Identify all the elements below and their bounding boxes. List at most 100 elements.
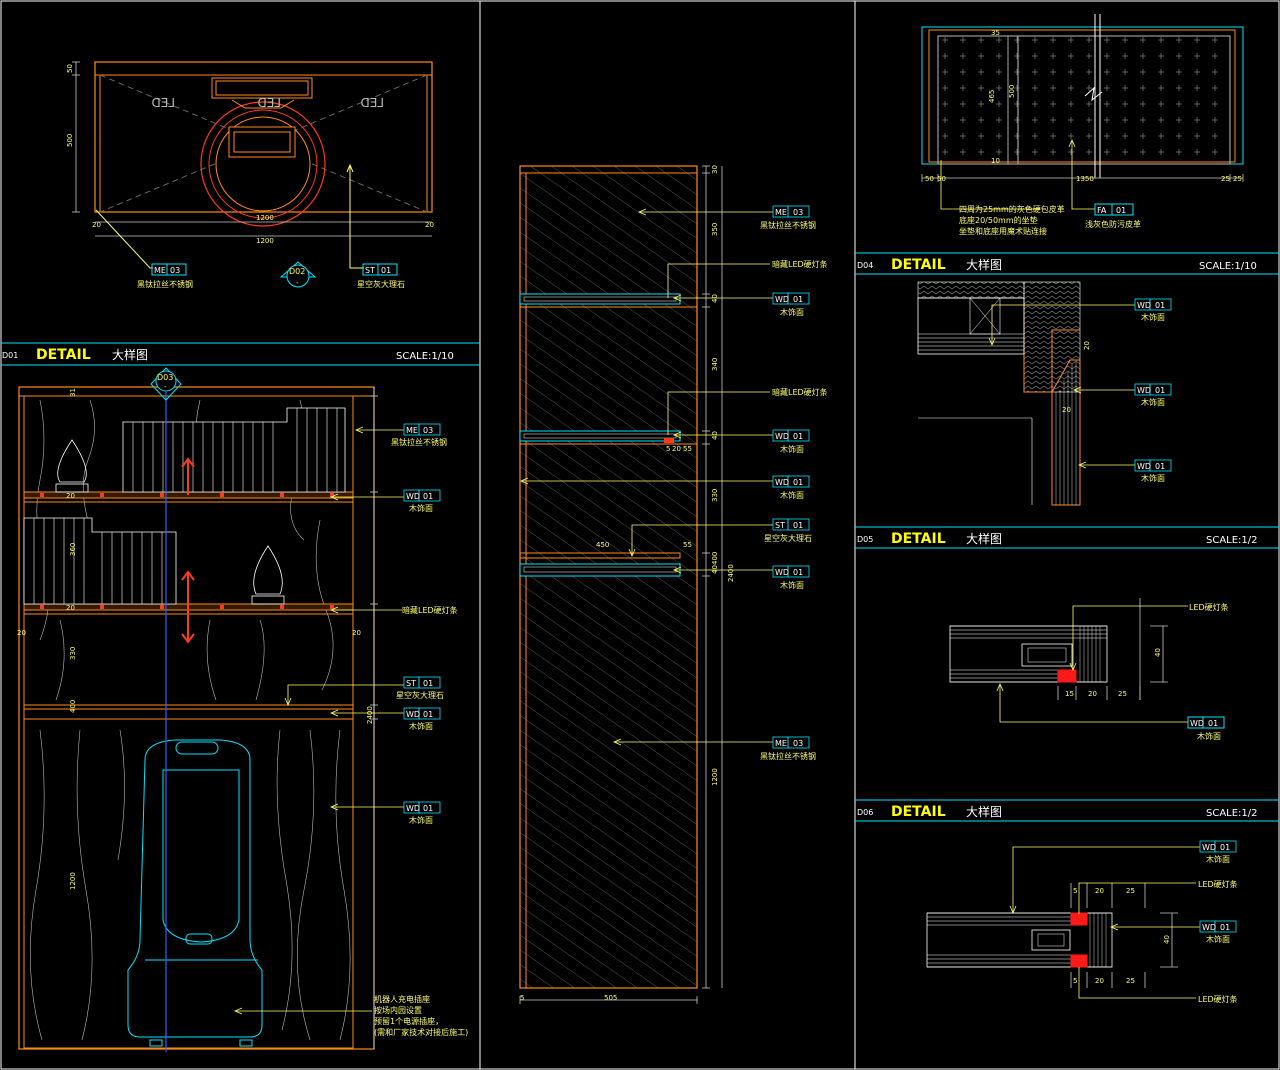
dim-mid-350: 350 [711,223,719,236]
dim-d01-20b: 20 [66,604,75,612]
header-d01-cn: 大样图 [112,347,148,362]
section-mark-d03-sub: - [164,383,167,391]
dim-d01-20a: 20 [66,492,75,500]
dim-d06-20b: 20 [1095,977,1104,985]
dim-d06-25a: 25 [1126,887,1135,895]
callout-mid-me2-label: 黑钛拉丝不锈钢 [760,751,816,761]
dim-d06-5a: 5 [1073,887,1077,895]
cushion-plan-top-right: 50 50 1350 25 25 465 500 35 10 FA 01 浅灰色… [921,14,1244,236]
dim-mid-505: 505 [604,994,617,1002]
callout-d01-wd1-no: 01 [423,492,433,501]
callout-d01-st01-label: 星空灰大理石 [396,690,444,700]
dim-d05-25: 25 [1118,690,1127,698]
callout-mid-wd4-no: 01 [793,568,803,577]
callout-d05-led-label: LED硬灯条 [1189,602,1229,612]
detail-d04: 20 20 WD 01 木饰面 WD 01 木饰面 WD 01 木饰面 [917,281,1172,506]
callout-d06-led2-label: LED硬灯条 [1198,994,1238,1004]
dim-mid-450: 450 [596,541,609,549]
dim-d05-20: 20 [1088,690,1097,698]
dim-tr-500: 500 [1008,85,1016,98]
dim-mid-30: 30 [711,165,719,174]
plan-view-top-left: LED LED LED 50 500 1200 1200 20 20 ME 03… [66,61,434,289]
callout-d01-wd1-label: 木饰面 [409,503,433,513]
dim-d01-20d: 20 [352,629,361,637]
callout-mid-wd3-code: WD [775,478,789,487]
dim-mid-20: 20 [672,445,681,453]
dim-top-20b: 20 [425,221,434,229]
robot-note-line1: 机器人充电插座 [374,994,430,1004]
callout-d04-wd1-code: WD [1137,301,1151,310]
header-d04-title: DETAIL [891,257,946,273]
header-d06-title: DETAIL [891,804,946,820]
dim-mid-340: 340 [711,358,719,371]
dim-d04-20b: 20 [1062,406,1071,414]
callout-d05-wd-label: 木饰面 [1197,731,1221,741]
header-d04-cn: 大样图 [966,257,1002,272]
callout-tr-fa-no: 01 [1116,206,1126,215]
header-bars [1,252,1279,822]
callout-st-no-top: 01 [381,266,391,275]
callout-tr-fa-code: FA [1097,206,1107,215]
robot-note-line2: 按场内园设置 [374,1005,422,1015]
dim-mid-40a: 40 [711,294,719,303]
header-d04-no: D04 [857,261,873,270]
elevation-d01: D03 - 31 360 330 400 1200 2400 20 20 20 … [17,367,468,1052]
robot-note-line4: (需和厂家技术对接后施工) [374,1027,468,1037]
callout-mid-wd1-no: 01 [793,295,803,304]
callout-d01-wd3-label: 木饰面 [409,815,433,825]
callout-d01-wd1-code: WD [406,492,420,501]
callout-d06-wd1-label: 木饰面 [1206,854,1230,864]
robot-note-line3: 预留1个电源插座， [374,1016,443,1026]
callout-d05-wd-no: 01 [1208,719,1218,728]
callout-mid-me1-label: 黑钛拉丝不锈钢 [760,220,816,230]
header-d06: D06 DETAIL 大样图 SCALE:1/2 [857,804,1258,820]
dim-d05-40: 40 [1154,648,1162,657]
dim-mid-400: 400 [711,552,719,565]
header-d05-title: DETAIL [891,531,946,547]
callout-d04-wd2-label: 木饰面 [1141,397,1165,407]
led-mark-center: LED [257,96,281,110]
callout-mid-st-code: ST [775,521,785,530]
dim-mid-5: 5 [666,445,670,453]
led-mark-right: LED [360,96,384,110]
callout-st01-label-top: 星空灰大理石 [357,279,405,289]
callout-d06-wd2-label: 木饰面 [1206,934,1230,944]
dim-d04-20a: 20 [1083,341,1091,350]
callout-mid-led2-label: 暗藏LED硬灯条 [772,387,828,397]
callout-d06-wd2-code: WD [1202,923,1216,932]
dim-tr-50a: 50 [925,175,934,183]
section-mark-d02: D02 [289,267,305,276]
header-d06-cn: 大样图 [966,804,1002,819]
header-d05: D05 DETAIL 大样图 SCALE:1/2 [857,531,1258,547]
dim-d01-330: 330 [69,647,77,660]
callout-mid-wd3-no: 01 [793,478,803,487]
dim-d01-400: 400 [69,700,77,713]
dim-mid-330: 330 [711,489,719,502]
callout-d01-led-label: 暗藏LED硬灯条 [402,605,458,615]
callout-mid-wd2-label: 木饰面 [780,444,804,454]
callout-mid-me2-no: 03 [793,739,803,748]
callout-mid-wd1-code: WD [775,295,789,304]
dim-mid-2400: 2400 [727,564,735,582]
callout-mid-wd1-label: 木饰面 [780,307,804,317]
callout-mid-wd4-label: 木饰面 [780,580,804,590]
callout-d01-st-no: 01 [423,679,433,688]
dim-mid-55a: 55 [683,541,692,549]
dim-d01-360: 360 [69,543,77,556]
callout-d01-me-code: ME [406,426,418,435]
callout-d01-wd2-label: 木饰面 [409,721,433,731]
dim-top-1200b: 1200 [256,237,274,245]
callout-d01-wd3-no: 01 [423,804,433,813]
header-d06-scale: SCALE:1/2 [1206,808,1258,819]
dim-d01-31: 31 [69,388,77,397]
led-mark-left: LED [151,96,175,110]
dim-d06-25b: 25 [1126,977,1135,985]
header-d05-scale: SCALE:1/2 [1206,535,1258,546]
cushion-note-2: 底座20/50mm的坐垫 [959,215,1038,225]
dim-top-1200a: 1200 [256,214,274,222]
callout-d04-wd1-label: 木饰面 [1141,312,1165,322]
callout-mid-led1-label: 暗藏LED硬灯条 [772,259,828,269]
dim-d06-20a: 20 [1095,887,1104,895]
